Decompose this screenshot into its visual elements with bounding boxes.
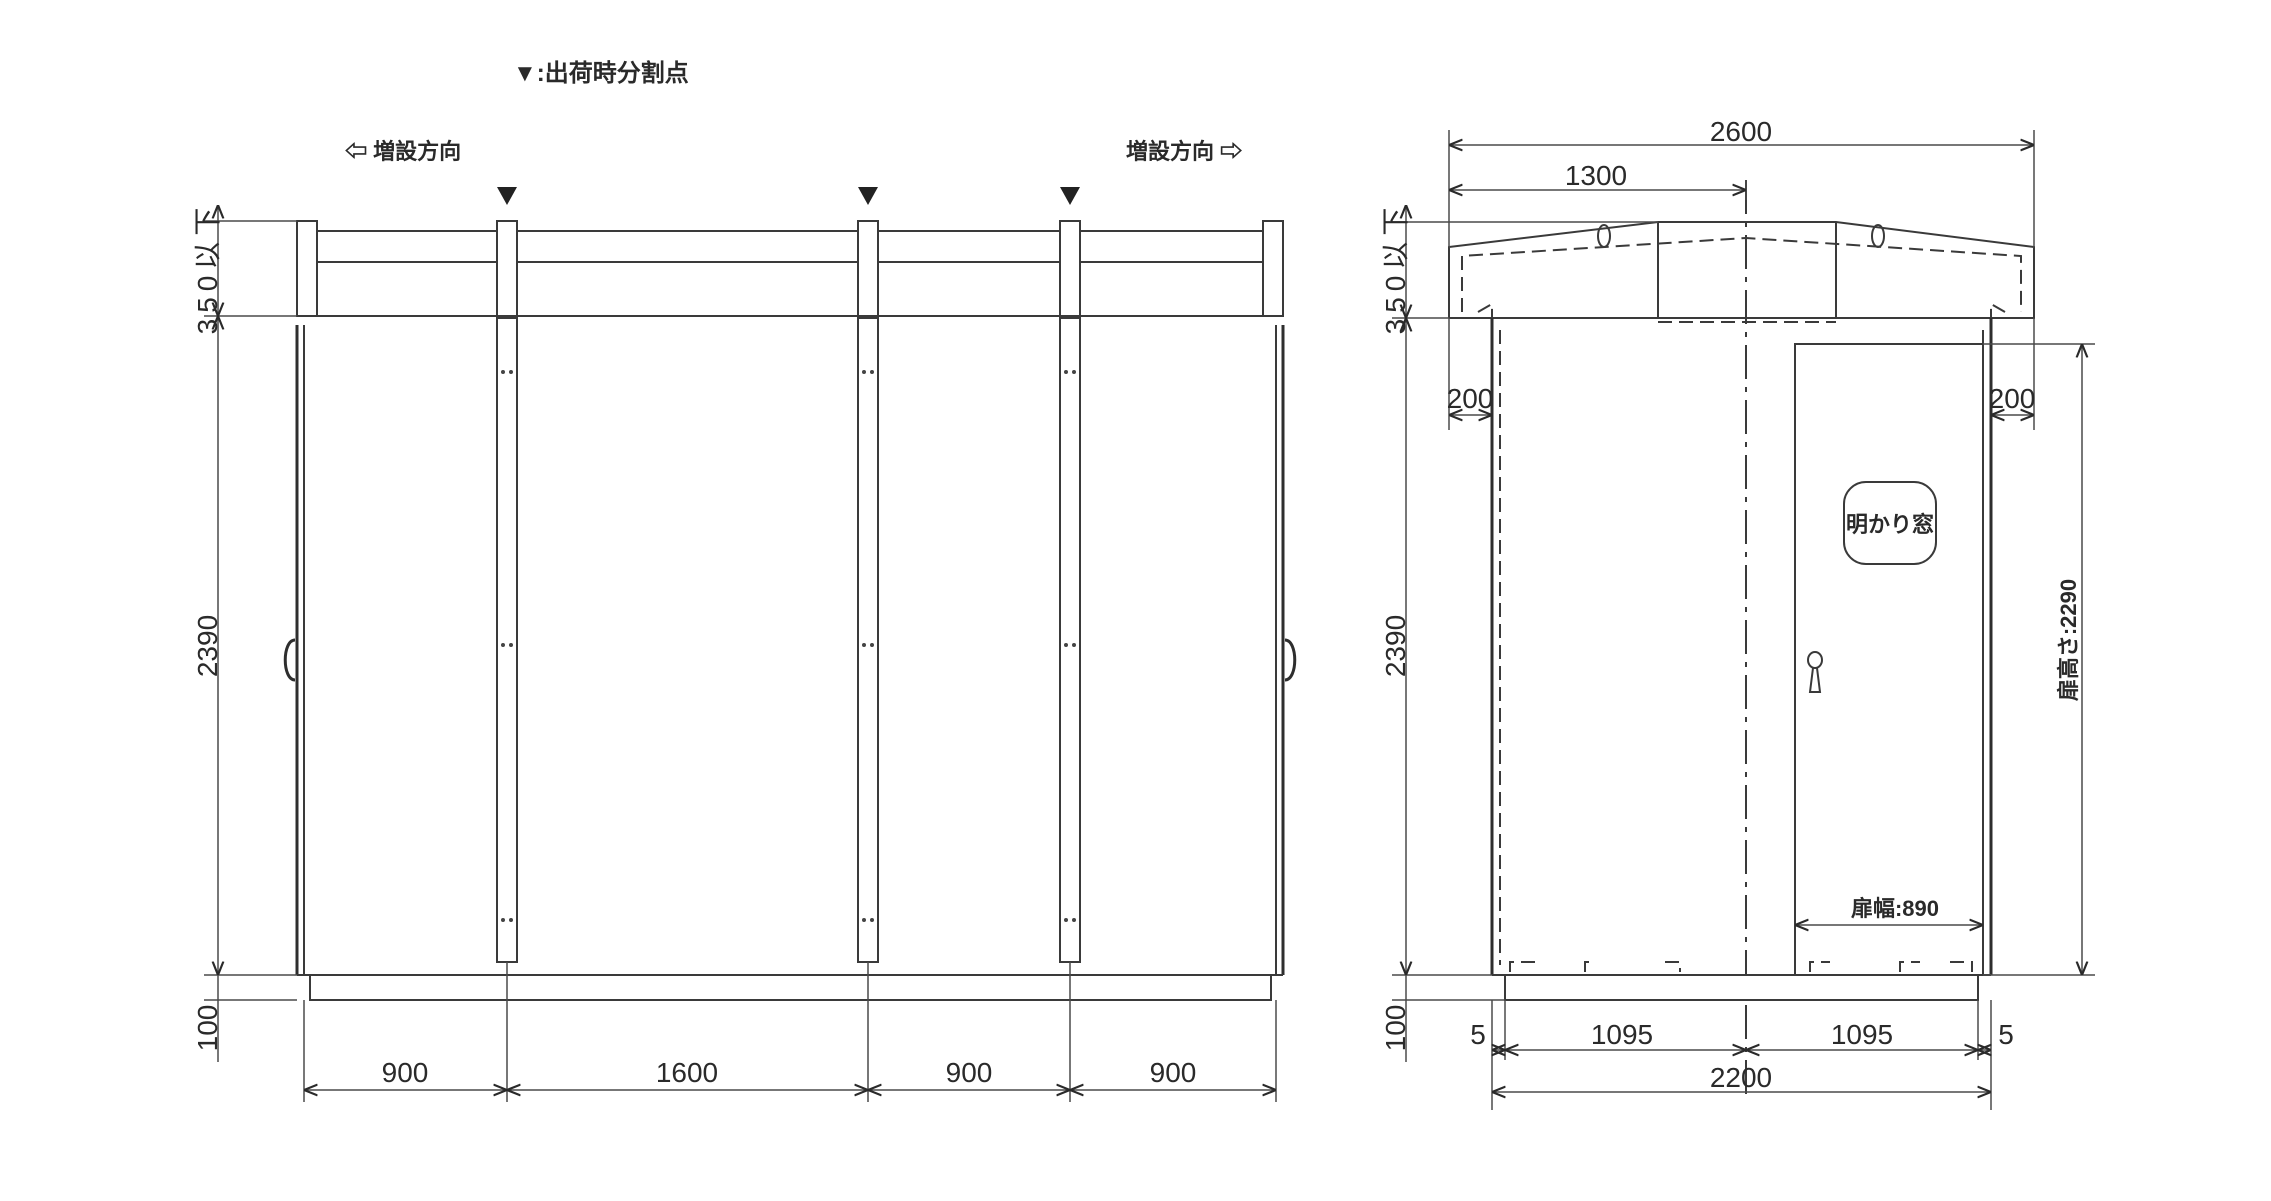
roof-post (1059, 220, 1081, 317)
door-lever (1808, 667, 1822, 693)
dim-door-width: 扉幅:890 (1851, 896, 1939, 921)
dim-half-right: 1095 (1831, 1019, 1893, 1050)
door-outline (1794, 343, 1984, 976)
dim-body-width: 2200 (1710, 1062, 1772, 1093)
handle-right (1284, 638, 1297, 682)
light-window (1843, 481, 1937, 565)
handle-left (283, 638, 296, 682)
dim-width-4: 900 (1150, 1057, 1197, 1088)
dim-half-left: 1095 (1591, 1019, 1653, 1050)
dim-width-3: 900 (946, 1057, 993, 1088)
side-elevation-view: 350以下 2390 100 900 1600 900 900 (192, 187, 1297, 1102)
split-marker-3 (1060, 187, 1080, 205)
dim-offset-left: 5 (1470, 1019, 1486, 1050)
extend-direction-right: 増設方向 ⇨ (1126, 139, 1242, 164)
joint-strip (1059, 317, 1081, 963)
dim-base-height: 100 (192, 1005, 223, 1052)
dim-eave-right: 200 (1989, 383, 2036, 414)
dim-body-height-front: 2390 (1380, 615, 1411, 677)
joint-strip (496, 317, 518, 963)
dim-roof-height: 350以下 (192, 202, 223, 335)
dim-half-width: 1300 (1565, 160, 1627, 191)
base-frame-front (1504, 974, 1979, 1001)
roof-post (496, 220, 518, 317)
roof-post (857, 220, 879, 317)
window-label: 明かり窓 (1846, 512, 1934, 537)
roof-post (1262, 220, 1284, 317)
dim-roof-height-front: 350以下 (1380, 202, 1411, 335)
dim-body-height: 2390 (192, 615, 223, 677)
dim-width-2: 1600 (656, 1057, 718, 1088)
roof-outline (1448, 221, 2035, 319)
dim-width-1: 900 (382, 1057, 429, 1088)
roof-post (296, 220, 318, 317)
front-elevation-view: 明かり窓 2600 1300 350以下 2390 100 (1380, 116, 2095, 1110)
dim-door-height: 扉高さ:2290 (2056, 579, 2081, 701)
dim-total-width: 2600 (1710, 116, 1772, 147)
split-marker-1 (497, 187, 517, 205)
extend-direction-left: ⇦ 増設方向 (345, 139, 461, 164)
split-point-legend: ▼:出荷時分割点 (513, 59, 689, 87)
joint-strip (857, 317, 879, 963)
dim-offset-right: 5 (1998, 1019, 2014, 1050)
lifting-eye-right (1871, 224, 1885, 248)
door-knob (1807, 651, 1823, 669)
split-marker-2 (858, 187, 878, 205)
lifting-eye-left (1597, 224, 1611, 248)
dim-base-height-front: 100 (1380, 1005, 1411, 1052)
dim-eave-left: 200 (1447, 383, 1494, 414)
base-frame (309, 974, 1272, 1001)
